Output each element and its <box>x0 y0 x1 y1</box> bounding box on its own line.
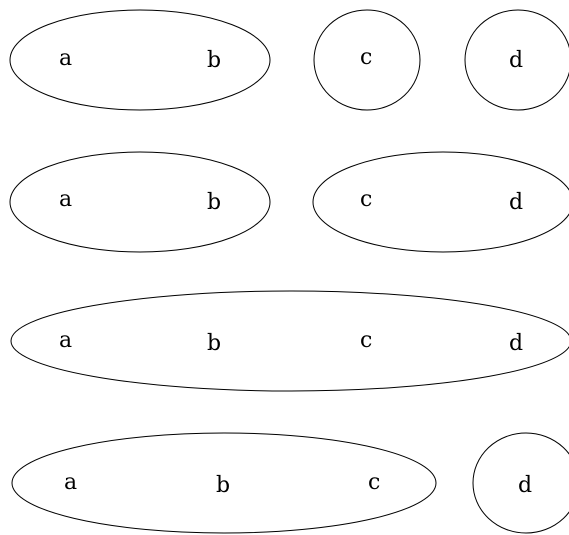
group-ellipse-ab <box>9 151 271 253</box>
node-label: b <box>207 48 221 73</box>
group-circle-d <box>464 9 569 111</box>
node-label: a <box>64 470 77 495</box>
node-label: d <box>509 48 523 73</box>
group-circle-d <box>472 432 569 534</box>
group-ellipse-abc <box>11 432 437 534</box>
node-label: d <box>509 190 523 215</box>
group-circle-c <box>313 9 421 111</box>
group-ellipse-ab <box>9 9 271 111</box>
node-label: a <box>59 328 72 353</box>
node-label: b <box>207 331 221 356</box>
node-label: a <box>59 46 72 71</box>
node-label: c <box>368 470 380 495</box>
group-ellipse-abcd <box>10 290 569 392</box>
row-1: a b c d <box>9 9 569 111</box>
node-label: d <box>518 473 532 498</box>
node-label: b <box>216 473 230 498</box>
row-3: a b c d <box>10 290 569 392</box>
node-label: c <box>360 328 372 353</box>
node-label: c <box>360 187 372 212</box>
group-ellipse-cd <box>312 151 569 253</box>
node-label: b <box>207 190 221 215</box>
node-label: d <box>509 331 523 356</box>
node-label: a <box>59 187 72 212</box>
node-label: c <box>360 45 372 70</box>
row-4: a b c d <box>11 432 569 534</box>
row-2: a b c d <box>9 151 569 253</box>
